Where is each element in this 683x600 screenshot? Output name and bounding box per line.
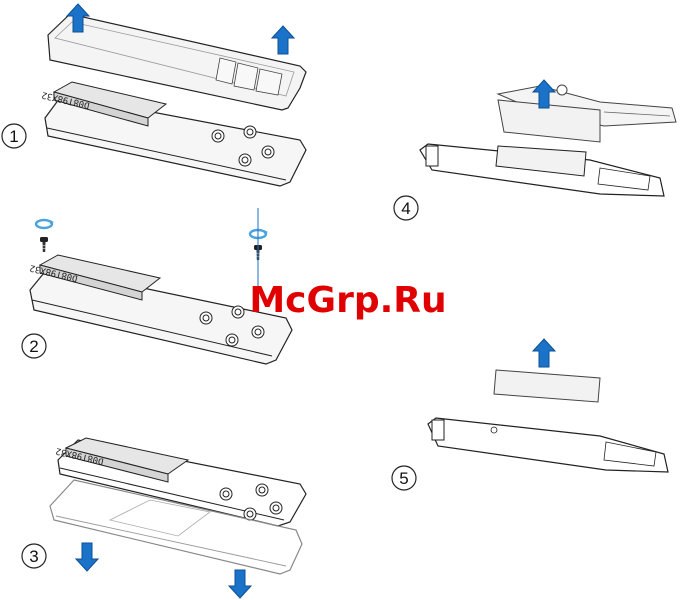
- button-pad: [256, 484, 268, 496]
- arrow-down-icon: [229, 570, 251, 598]
- button-pad: [232, 306, 244, 318]
- button-pad: [226, 334, 238, 346]
- circuit-board: [428, 418, 668, 472]
- button-pad: [220, 488, 232, 500]
- button-pad: [212, 130, 224, 142]
- watermark-text: McGrp.Ru: [249, 280, 446, 321]
- step-4-number: 4: [401, 199, 410, 218]
- step-3-number: 3: [29, 547, 38, 566]
- button-pad: [252, 326, 264, 338]
- screw-turn-icon: [250, 230, 268, 238]
- arrow-down-icon: [76, 543, 98, 571]
- step-4-group: 4: [394, 80, 676, 220]
- arrow-up-icon: [533, 339, 555, 367]
- battery-block: [494, 370, 600, 402]
- screw-turn-icon: [36, 220, 54, 228]
- button-pad: [239, 154, 251, 166]
- button-pad: [244, 126, 256, 138]
- step-5-number: 5: [399, 469, 408, 488]
- button-pad: [270, 502, 282, 514]
- step-1-number: 1: [9, 127, 18, 146]
- button-pad: [262, 146, 274, 158]
- step-3-group: D08T98X32 3: [22, 438, 306, 598]
- arrow-up-icon: [272, 26, 294, 54]
- step-1-group: D08T98X32 1: [2, 4, 306, 186]
- button-pad: [200, 312, 212, 324]
- screw-icon: [40, 237, 48, 252]
- step-5-group: 5: [392, 339, 668, 490]
- step-2-number: 2: [29, 337, 38, 356]
- circuit-board: [420, 144, 664, 196]
